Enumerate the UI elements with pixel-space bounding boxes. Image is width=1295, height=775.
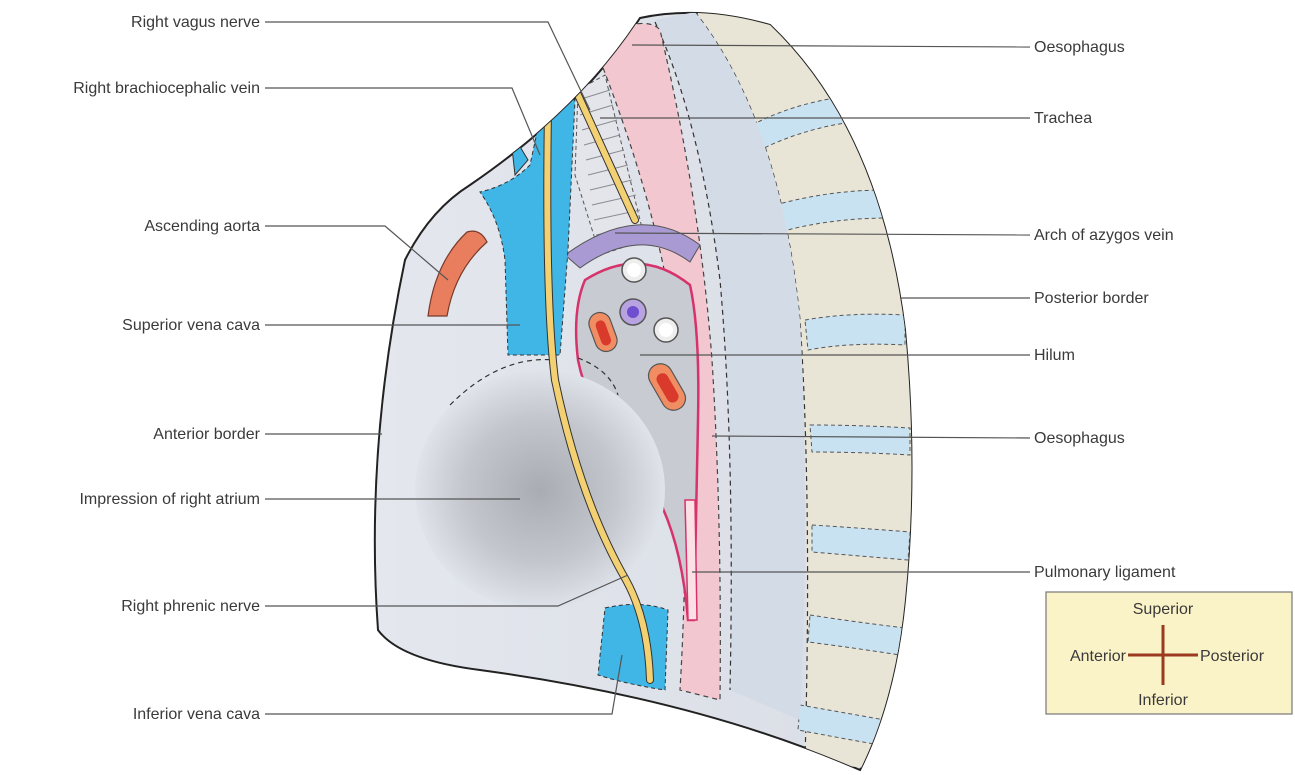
label-right-vagus-nerve: Right vagus nerve: [131, 14, 260, 31]
compass-posterior: Posterior: [1200, 648, 1265, 665]
label-anterior-border: Anterior border: [153, 426, 260, 443]
compass-anterior: Anterior: [1070, 648, 1127, 665]
label-arch-of-azygos-vein: Arch of azygos vein: [1034, 227, 1174, 244]
label-oesophagus-upper: Oesophagus: [1034, 39, 1125, 56]
label-right-brachiocephalic-vein: Right brachiocephalic vein: [73, 80, 260, 97]
compass-inferior: Inferior: [1138, 692, 1188, 709]
inferior-vena-cava: [598, 604, 668, 690]
label-ascending-aorta: Ascending aorta: [144, 218, 260, 235]
label-right-phrenic-nerve: Right phrenic nerve: [121, 598, 260, 615]
label-posterior-border: Posterior border: [1034, 290, 1149, 307]
compass-superior: Superior: [1133, 601, 1194, 618]
label-inferior-vena-cava: Inferior vena cava: [133, 706, 260, 723]
label-trachea: Trachea: [1034, 110, 1092, 127]
label-superior-vena-cava: Superior vena cava: [122, 317, 260, 334]
pulmonary-ligament: [685, 500, 697, 620]
label-hilum: Hilum: [1034, 347, 1075, 364]
label-oesophagus-lower: Oesophagus: [1034, 430, 1125, 447]
label-impression-right-atrium: Impression of right atrium: [79, 491, 260, 508]
right-atrium-impression: [415, 370, 665, 610]
label-pulmonary-ligament: Pulmonary ligament: [1034, 564, 1176, 581]
orientation-compass: Superior Inferior Anterior Posterior: [1046, 592, 1292, 714]
